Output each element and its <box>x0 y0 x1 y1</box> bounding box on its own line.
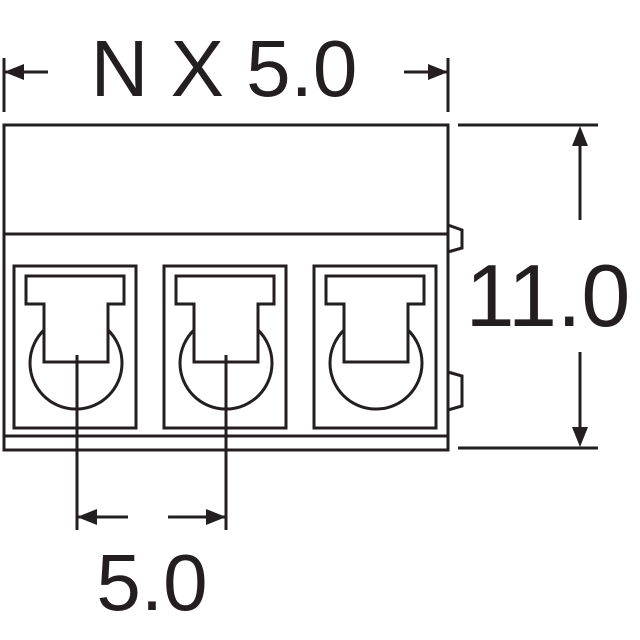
terminal-3 <box>312 264 438 430</box>
latch-tab-upper <box>447 223 464 254</box>
pitch-arrow-right <box>206 509 226 525</box>
pitch-dimension-label: 5.0 <box>96 538 207 627</box>
pitch-arrow-left <box>77 509 97 525</box>
height-dimension <box>458 123 598 450</box>
terminal-1 <box>12 264 138 430</box>
terminal-1-clamp <box>24 274 126 364</box>
terminal-2-clamp <box>174 274 276 364</box>
width-dimension-label: N X 5.0 <box>91 24 358 113</box>
latch-tab-lower <box>447 370 464 412</box>
terminal-block-body <box>2 123 464 452</box>
width-arrow-left <box>4 64 24 80</box>
pitch-dimension <box>75 355 228 530</box>
height-arrow-top <box>572 126 588 146</box>
height-arrow-bottom <box>572 427 588 447</box>
dimension-arrows <box>4 64 588 525</box>
terminal-3-frame <box>312 264 438 430</box>
terminal-1-frame <box>12 264 138 430</box>
terminal-3-screw <box>328 328 424 411</box>
terminal-3-clamp <box>324 274 426 364</box>
height-dimension-label: 11.0 <box>466 246 631 345</box>
width-arrow-right <box>428 64 448 80</box>
